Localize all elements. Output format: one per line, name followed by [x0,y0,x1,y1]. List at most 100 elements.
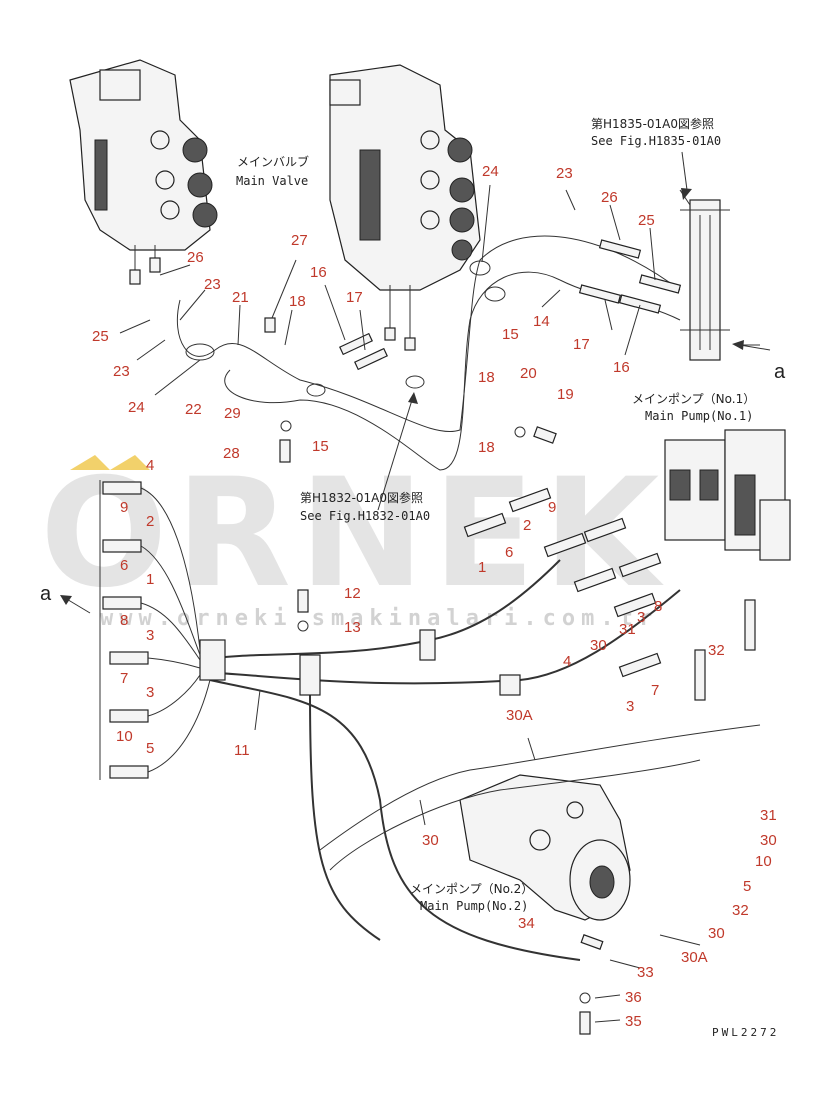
label-main-pump1-jp: メインポンプ（No.1） [632,392,755,406]
manifold-block [679,189,760,361]
label-fig-h1832-jp: 第H1832-01A0図参照 [300,490,423,505]
part-callout: 24 [128,399,145,416]
part-callout: 8 [120,612,128,629]
arrow-left-icon [60,595,72,605]
part-callout: 31 [619,621,636,638]
part-callout: 30 [422,832,439,849]
watermark-accent-icon [70,455,150,470]
leader-lines [119,184,701,1023]
part-callout: 15 [502,326,519,343]
part-callout: 26 [187,249,204,266]
watermark-brand: ORNEK [40,447,667,621]
part-callout: 3 [146,627,154,644]
part-callout: 2 [523,517,531,534]
hose-harness [199,559,761,961]
part-callout: 3 [637,609,645,626]
label-ref-a-right: a [774,361,786,383]
watermark-url: www.orneki smakinalari.com.tr [100,606,658,631]
main-pump-2 [459,774,631,921]
label-main-pump1-en: Main Pump(No.1) [645,409,753,423]
arrow-up-icon [408,392,418,404]
label-main-pump2-en: Main Pump(No.2) [420,899,528,913]
part-callout: 6 [120,557,128,574]
part-callout: 12 [344,585,361,602]
part-callout: 8 [654,598,662,615]
part-callout: 30 [590,637,607,654]
part-callout: 24 [482,163,499,180]
label-main-valve-jp: メインバルブ [237,154,309,169]
part-callout: 19 [557,386,574,403]
part-callout: 32 [708,642,725,659]
part-callout: 4 [563,653,571,670]
part-callout: 7 [651,682,659,699]
part-callout: 18 [289,293,306,310]
part-callouts: 4 9 2 6 1 8 3 7 3 10 5 12 13 11 2 9 6 1 … [92,163,777,1030]
label-main-valve-en: Main Valve [236,174,308,188]
part-callout: 14 [533,313,550,330]
arrow-right-icon [732,340,744,350]
part-callout: 10 [116,728,133,745]
label-fig-h1832-en: See Fig.H1832-01A0 [300,509,430,523]
part-callout: 9 [548,499,556,516]
part-callout: 10 [755,853,772,870]
upper-hoses [176,235,682,471]
part-callout: 30 [760,832,777,849]
watermark: ORNEK www.orneki smakinalari.com.tr [40,447,667,631]
part-callout: 22 [185,401,202,418]
center-fittings [463,487,756,701]
part-callout: 34 [518,915,535,932]
part-callout: 25 [92,328,109,345]
part-callout: 25 [638,212,655,229]
part-callout: 11 [234,742,250,759]
label-ref-a-left: a [40,583,52,605]
part-callout: 1 [478,559,486,576]
part-callout: 3 [146,684,154,701]
part-callout: 1 [146,571,154,588]
main-valve-left [69,59,218,285]
part-callout: 6 [505,544,513,561]
part-callout: 30A [681,949,708,966]
label-main-pump2-jp: メインポンプ（No.2） [410,882,533,896]
part-callout: 30A [506,707,533,724]
part-callout: 23 [556,165,573,182]
part-callout: 36 [625,989,642,1006]
part-callout: 28 [223,445,240,462]
part-callout: 21 [232,289,249,306]
part-callout: 20 [520,365,537,382]
part-callout: 27 [291,232,308,249]
part-callout: 5 [146,740,154,757]
arrow-down-icon [681,188,692,200]
part-callout: 33 [637,964,654,981]
part-callout: 3 [626,698,634,715]
part-callout: 16 [310,264,327,281]
text-labels: メインバルブ Main Valve 第H1835-01A0図参照 See Fig… [40,116,786,1039]
part-callout: 7 [120,670,128,687]
part-callout: 30 [708,925,725,942]
bolts [264,317,604,1035]
part-callout: 9 [120,499,128,516]
label-drawing-code: PWL2272 [712,1026,779,1039]
left-fittings [99,480,211,780]
reference-arrows [60,151,771,614]
part-callout: 23 [113,363,130,380]
part-callout: 4 [146,457,154,474]
part-callout: 31 [760,807,777,824]
part-callout: 26 [601,189,618,206]
main-pump-1 [664,429,791,561]
part-callout: 32 [732,902,749,919]
part-callout: 5 [743,878,751,895]
part-callout: 15 [312,438,329,455]
part-callout: 13 [344,619,361,636]
part-callout: 2 [146,513,154,530]
label-fig-h1835-jp: 第H1835-01A0図参照 [591,116,714,131]
part-callout: 18 [478,439,495,456]
part-callout: 18 [478,369,495,386]
part-callout: 17 [573,336,590,353]
part-callout: 29 [224,405,241,422]
part-callout: 17 [346,289,363,306]
label-fig-h1835-en: See Fig.H1835-01A0 [591,134,721,148]
part-callout: 16 [613,359,630,376]
part-callout: 23 [204,276,221,293]
part-callout: 35 [625,1013,642,1030]
